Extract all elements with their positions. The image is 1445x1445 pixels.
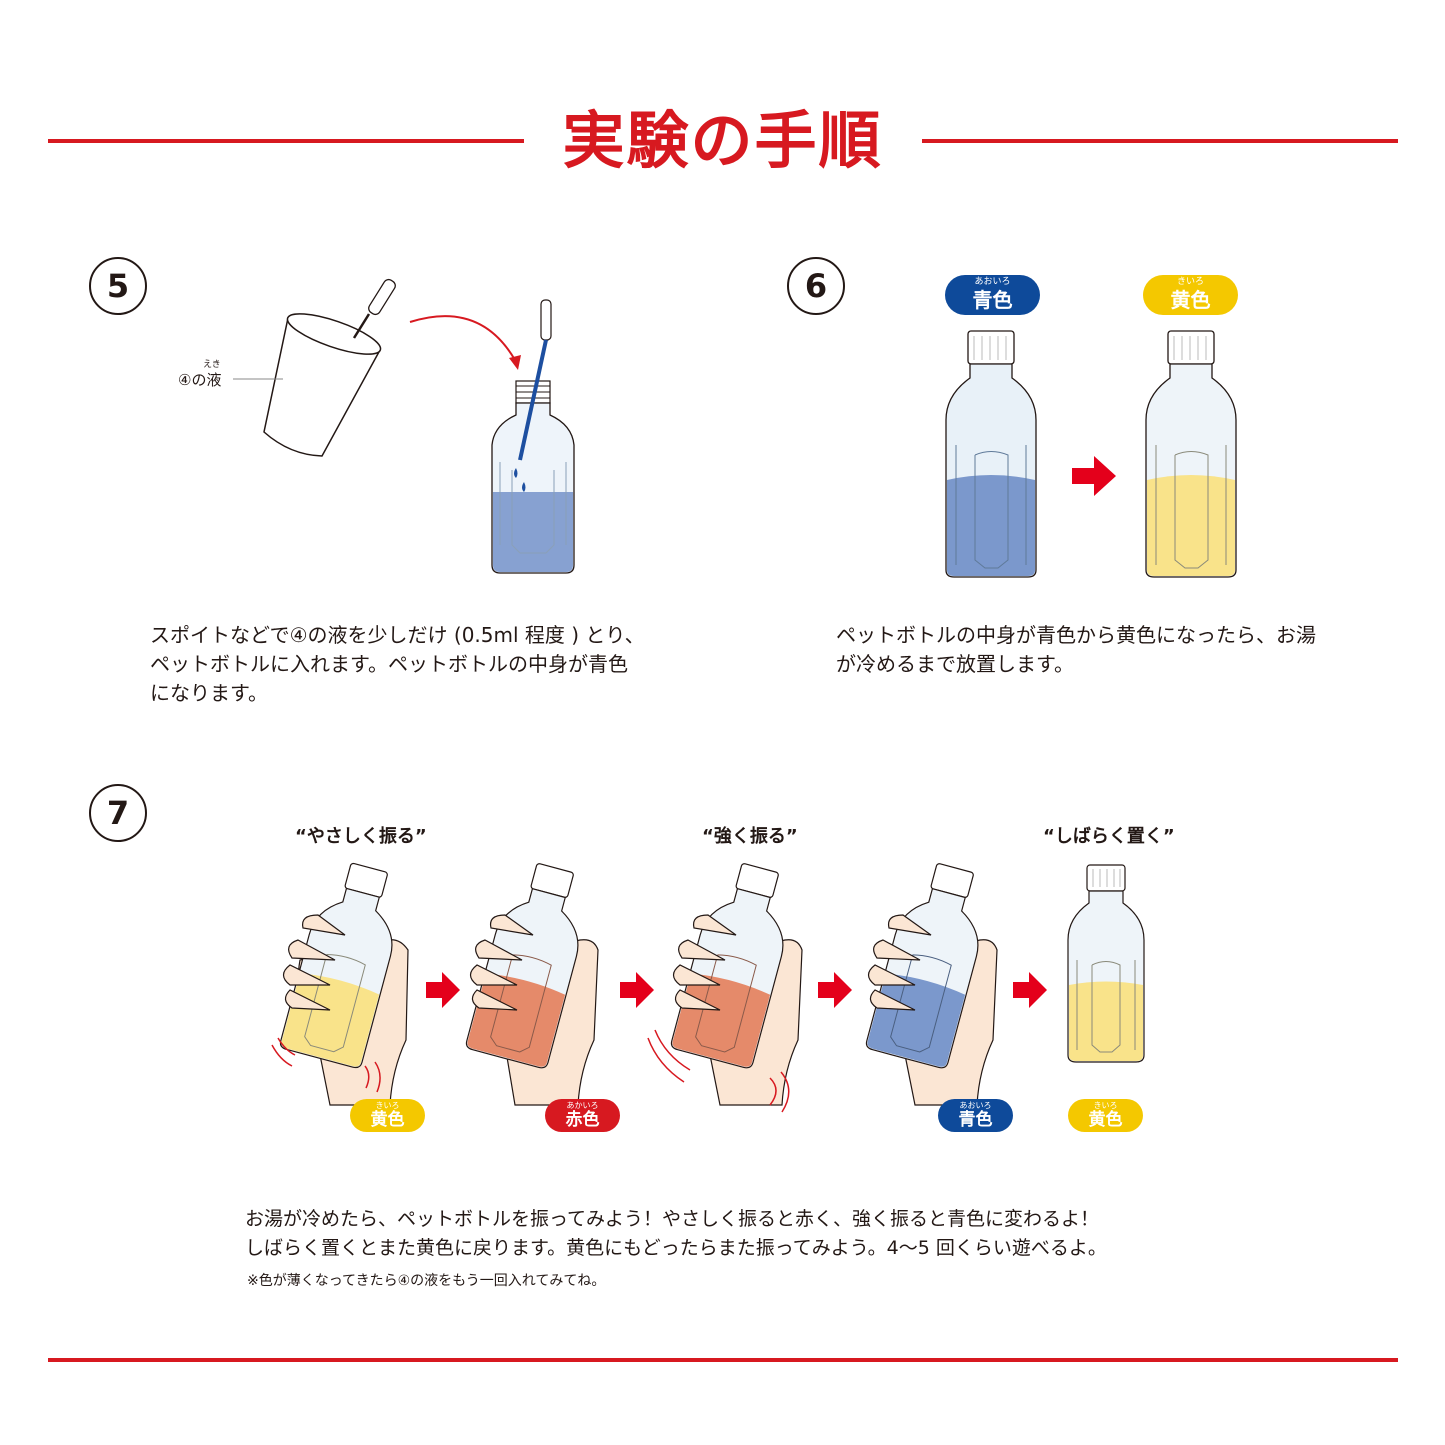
footer-rule (48, 1358, 1398, 1362)
bottle-icon (491, 299, 575, 574)
step-7-note: ※色が薄くなってきたら④の液をもう一回入れてみてね。 (247, 1273, 606, 1289)
step-7-number: 7 (89, 784, 147, 842)
step-5-line-2: ペットボトルに入れます。ペットボトルの中身が青色 (150, 652, 628, 676)
bottle-blue-icon (945, 330, 1037, 578)
hand-bottle-strong-icon (647, 863, 803, 1113)
hand-bottle-yellow-icon (271, 862, 409, 1106)
header-rule-left (48, 139, 524, 143)
step-6-description: ペットボトルの中身が青色から黄色になったら、お湯 が冷めるまで放置します。 (836, 621, 1376, 679)
badge-text: 青色 (972, 288, 1013, 312)
step-7-badge-blue: あおいろ 青色 (938, 1099, 1013, 1132)
cup-label: ④の液 (178, 371, 222, 389)
step-7-badge-yellow-1: きいろ 黄色 (350, 1099, 425, 1132)
step-6-badge-blue: あおいろ 青色 (945, 275, 1040, 315)
header-rule-right (922, 139, 1398, 143)
step-6-number: 6 (787, 257, 845, 315)
badge-ruby: きいろ (1093, 1101, 1118, 1110)
step-6-line-2: が冷めるまで放置します。 (836, 652, 1074, 676)
paper-cup-icon (263, 313, 382, 457)
badge-ruby: きいろ (375, 1101, 400, 1110)
step-7-description: お湯が冷めたら、ペットボトルを振ってみよう！やさしく振ると赤く、強く振ると青色に… (245, 1205, 1245, 1263)
badge-ruby: きいろ (1176, 277, 1204, 287)
badge-text: 黄色 (370, 1110, 405, 1130)
page-title: 実験の手順 (562, 104, 883, 177)
caption-gentle-shake: “やさしく振る” (295, 826, 427, 847)
badge-text: 赤色 (565, 1110, 600, 1130)
badge-text: 黄色 (1088, 1110, 1123, 1130)
badge-ruby: あおいろ (974, 277, 1011, 287)
bottle-yellow-icon (1145, 330, 1237, 578)
hand-bottle-blue-icon (865, 863, 998, 1106)
step-6-line-1: ペットボトルの中身が青色から黄色になったら、お湯 (836, 623, 1316, 647)
badge-ruby: あかいろ (566, 1101, 599, 1110)
bottle-standing-yellow-icon (1067, 864, 1145, 1063)
step-7-line-2: しばらく置くとまた黄色に戻ります。黄色にもどったらまた振ってみよう。4〜5 回く… (245, 1237, 1107, 1259)
caption-strong-shake: “強く振る” (702, 826, 798, 847)
step-5-line-3: になります。 (150, 681, 268, 705)
hand-bottle-red-icon (465, 863, 599, 1106)
badge-text: 黄色 (1170, 288, 1211, 312)
step-7-line-1: お湯が冷めたら、ペットボトルを振ってみよう！やさしく振ると赤く、強く振ると青色に… (245, 1208, 1100, 1230)
step-5-number: 5 (89, 257, 147, 315)
caption-let-sit: “しばらく置く” (1043, 826, 1175, 847)
step-6-badge-yellow: きいろ 黄色 (1143, 275, 1238, 315)
badge-text: 青色 (958, 1110, 993, 1130)
step-5-line-1: スポイトなどで④の液を少しだけ (0.5ml 程度 ) とり、 (150, 623, 645, 647)
step-5-description: スポイトなどで④の液を少しだけ (0.5ml 程度 ) とり、 ペットボトルに入… (150, 621, 690, 708)
step-7-badge-yellow-2: きいろ 黄色 (1068, 1099, 1143, 1132)
dropper-icon (352, 278, 396, 339)
step-7-badge-red: あかいろ 赤色 (545, 1099, 620, 1132)
cup-label-ruby: えき (203, 360, 221, 370)
badge-ruby: あおいろ (959, 1101, 992, 1110)
